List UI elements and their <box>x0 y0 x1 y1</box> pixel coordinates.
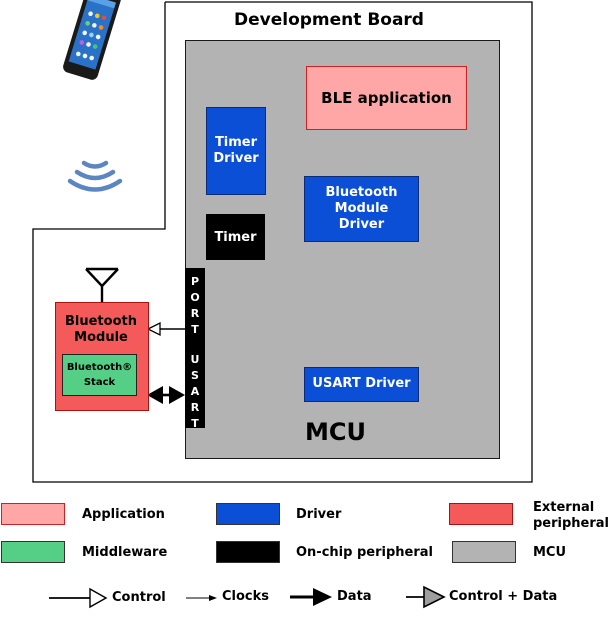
legend-label-external-peripheral: External peripheral <box>533 500 609 533</box>
legend-arrow-control <box>49 587 108 609</box>
legend-arrow-clocks <box>186 595 217 601</box>
legend-label-control: Control <box>112 590 166 605</box>
legend-arrow-control-data <box>406 585 446 609</box>
port-block: P O R T <box>185 268 205 346</box>
legend-label-on-chip-peripheral: On-chip peripheral <box>296 545 433 560</box>
legend-arrow-data <box>290 588 332 606</box>
ble-application-block: BLE application <box>306 66 467 130</box>
bt-driver-line-1: Bluetooth <box>325 184 398 200</box>
legend-swatch-on-chip-peripheral <box>216 541 280 563</box>
timer-driver-line-2: Driver <box>213 151 259 166</box>
legend-label-application: Application <box>82 507 165 522</box>
legend-swatch-application <box>1 503 65 525</box>
port-letter: T <box>191 323 199 336</box>
bluetooth-module-driver-block: Bluetooth Module Driver <box>304 176 419 242</box>
port-letter: R <box>190 307 200 320</box>
timer-block: Timer <box>206 214 265 260</box>
legend-label-mcu: MCU <box>533 545 567 560</box>
board-title: Development Board <box>234 10 424 30</box>
legend-label-control-data: Control + Data <box>449 589 558 604</box>
wireless-signal-icon <box>67 160 123 192</box>
development-board-outline <box>32 1 533 483</box>
bt-module-line-2: Module <box>74 330 128 346</box>
bluetooth-stack-block: Bluetooth® Stack <box>62 354 137 396</box>
usart-letter: R <box>190 401 200 414</box>
data-bt-module-usart <box>147 386 185 404</box>
legend-swatch-external-peripheral <box>449 503 513 525</box>
bt-module-line-1: Bluetooth <box>65 314 137 329</box>
bt-driver-line-2: Module <box>334 200 389 216</box>
timer-driver-line-1: Timer <box>214 134 258 150</box>
timer-driver-block: Timer Driver <box>206 107 266 195</box>
port-letter: O <box>190 291 200 304</box>
usart-letter: S <box>191 369 199 382</box>
legend-label-middleware: Middleware <box>82 545 168 560</box>
antenna-icon <box>85 267 119 302</box>
legend-label-driver: Driver <box>296 507 342 522</box>
port-letter: P <box>190 275 200 288</box>
usart-block: U S A R T <box>185 346 205 430</box>
legend-swatch-middleware <box>1 541 65 563</box>
usart-driver-block: USART Driver <box>304 367 419 402</box>
bt-stack-line-2: Stack <box>83 377 116 388</box>
mcu-label: MCU <box>305 418 366 446</box>
bluetooth-module-label: Bluetooth Module <box>55 314 147 347</box>
legend-swatch-mcu <box>452 541 516 563</box>
legend-label-clocks: Clocks <box>222 589 270 604</box>
usart-letter: A <box>190 385 200 398</box>
usart-letter: T <box>191 417 199 430</box>
control-port-to-bt-module <box>146 321 185 337</box>
usart-letter: U <box>190 353 200 366</box>
smartphone-icon <box>63 0 121 80</box>
bt-stack-line-1: Bluetooth® <box>66 362 133 373</box>
legend-label-external-line-2: peripheral <box>533 516 610 532</box>
legend-label-data: Data <box>337 589 372 604</box>
bt-driver-line-3: Driver <box>338 217 385 233</box>
legend-label-external-line-1: External <box>533 500 595 515</box>
legend-swatch-driver <box>216 503 280 525</box>
